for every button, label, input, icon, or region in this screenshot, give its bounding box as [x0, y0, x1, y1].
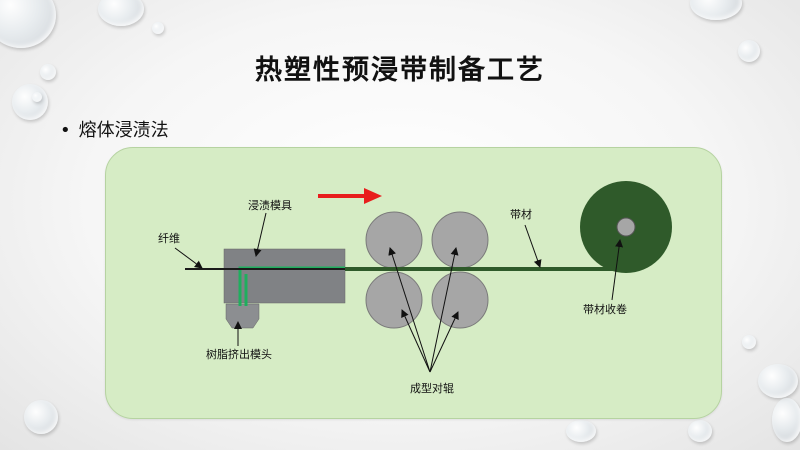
droplet-decoration — [152, 22, 164, 34]
fiber-label-leader — [174, 247, 203, 269]
forming-rolls-label-leader — [429, 311, 459, 373]
droplet-decoration — [738, 40, 760, 62]
droplet-decoration — [566, 420, 596, 442]
droplet-decoration — [24, 400, 58, 434]
slide-title: 热塑性预浸带制备工艺 — [255, 55, 545, 86]
impregnation-die-label-leader — [253, 212, 267, 257]
droplet-decoration — [690, 0, 742, 20]
droplet-decoration — [758, 364, 798, 398]
droplet-decoration — [40, 64, 56, 80]
flow-direction-arrow-icon — [318, 188, 382, 204]
droplet-decoration — [12, 84, 48, 120]
forming-rolls-label-leader — [401, 309, 431, 373]
forming-rolls-label-leader — [388, 247, 431, 373]
droplet-decoration — [742, 335, 756, 349]
bullet-marker: • — [60, 120, 71, 141]
droplet-decoration — [688, 420, 712, 442]
droplet-decoration — [32, 92, 42, 102]
bullet-text: 熔体浸渍法 — [78, 120, 169, 141]
winding-core — [616, 217, 636, 237]
fiber-label: 纤维 — [158, 232, 180, 245]
forming-roll — [431, 211, 489, 269]
droplet-decoration — [98, 0, 144, 26]
tape-label: 带材 — [510, 207, 532, 221]
forming-rolls-label: 成型对辊 — [410, 381, 454, 395]
tape-winding-label-leader — [611, 239, 624, 301]
resin-extrusion-die — [225, 303, 260, 329]
droplet-decoration — [772, 398, 800, 442]
tape-label-leader — [524, 224, 542, 268]
resin-extrusion-die-label: 树脂挤出模头 — [206, 347, 272, 361]
tape-winding-label: 带材收卷 — [583, 302, 627, 316]
forming-roll — [431, 271, 489, 329]
forming-rolls-label-leader — [429, 247, 459, 373]
impregnation-die — [223, 248, 346, 304]
impregnation-die-label: 浸渍模具 — [248, 199, 292, 212]
bullet-item: • 熔体浸渍法 — [60, 116, 169, 142]
